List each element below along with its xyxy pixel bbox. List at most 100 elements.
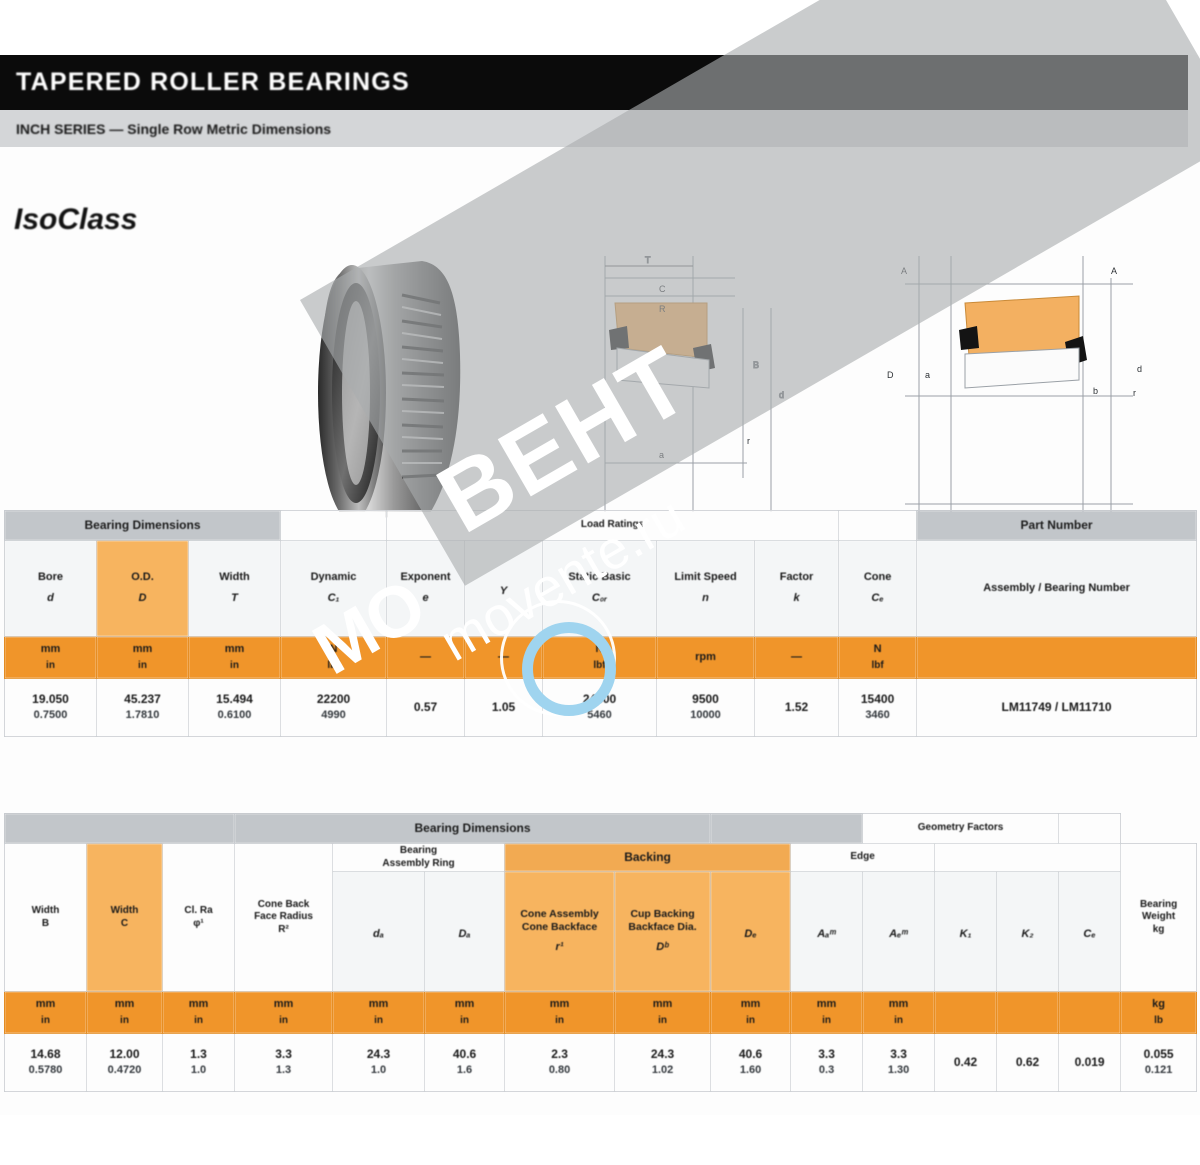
value-width: 15.494 0.6100 (188, 678, 281, 737)
svg-text:a: a (659, 450, 664, 460)
col-width-c: Width C (86, 843, 163, 992)
col-bearing-assembly-ring: Bearing Assembly Ring (332, 843, 506, 872)
unit-od: mm in (96, 636, 189, 679)
unit2-r: mm in (234, 991, 334, 1034)
value-assembly-number: LM11749 / LM11710 (916, 678, 1198, 737)
col-assembly-number: Assembly / Bearing Number (916, 540, 1198, 637)
bearing-cross-section-diagram-b: A A d D a b r (887, 256, 1142, 532)
value-od: 45.237 1.7810 (96, 678, 189, 737)
svg-text:C: C (659, 284, 666, 294)
value-dynamic: 22200 4990 (280, 678, 387, 737)
col-cup-backing: Cup Backing Backface Dia. Dᵇ (614, 871, 712, 992)
unit2-conebackface: mm in (504, 991, 616, 1034)
col-cone-back-face-radius: Cone Back Face Radius R² (234, 843, 334, 992)
value-bore: 19.050 0.7500 (4, 678, 97, 737)
value2-k2: 0.62 (996, 1033, 1060, 1092)
table1-units-row: mm in mm in mm in N lbf — — (4, 636, 1198, 679)
col-cone-backface: Cone Assembly Cone Backface r¹ (504, 871, 616, 992)
svg-text:r: r (747, 436, 750, 446)
col-clearance-radius: Cl. Ra φ¹ (161, 843, 236, 992)
geometry-symbols-header (934, 843, 1122, 872)
page-subtitle-bar: INCH SERIES — Single Row Metric Dimensio… (0, 110, 1188, 147)
svg-text:R: R (659, 304, 666, 314)
col-width-b: Width B (4, 843, 87, 992)
unit2-Ae: mm in (862, 991, 936, 1034)
unit2-De: mm in (710, 991, 792, 1034)
col-dynamic-rating: Dynamic C₁ (280, 540, 387, 637)
svg-text:A: A (1111, 266, 1117, 276)
group-load-ratings: Load Ratings (385, 510, 840, 541)
svg-text:r: r (1133, 388, 1136, 398)
unit2-k2 (996, 991, 1060, 1034)
col-factor-y: Y (464, 540, 543, 637)
page-title-bar: TAPERED ROLLER BEARINGS (0, 55, 1188, 110)
svg-text:d: d (779, 390, 784, 400)
col-bore: Bore d (4, 540, 97, 637)
unit2-Da: mm in (424, 991, 506, 1034)
unit-k: — (753, 636, 840, 679)
value2-cupbacking: 24.3 1.02 (614, 1033, 712, 1092)
svg-text:A: A (901, 266, 907, 276)
value-e: 0.57 (386, 678, 465, 737)
col-De: Dₑ (710, 871, 792, 992)
value2-Aa: 3.3 0.3 (790, 1033, 864, 1092)
group-backing: Backing (504, 843, 792, 872)
value2-weight: 0.055 0.121 (1120, 1033, 1198, 1092)
value-cone: 15400 3460 (838, 678, 918, 737)
svg-text:B: B (753, 360, 759, 370)
value2-k1: 0.42 (934, 1033, 998, 1092)
value2-conebackface: 2.3 0.80 (504, 1033, 616, 1092)
col-width: Width T (188, 540, 281, 637)
value2-Da: 40.6 1.6 (424, 1033, 506, 1092)
value2-clr: 1.3 1.0 (161, 1033, 236, 1092)
group-spacer-1 (280, 510, 387, 541)
col-exponent-e: Exponent e (386, 540, 465, 637)
value2-c: 12.00 0.4720 (86, 1033, 163, 1092)
unit-speed: rpm (656, 636, 755, 679)
group-spacer-2 (838, 510, 918, 541)
table1-data-row: 19.050 0.7500 45.237 1.7810 15.494 0.610… (4, 678, 1198, 737)
bearing-cross-section-diagram-a: T D B d C R a r (604, 255, 785, 541)
col-da: dₐ (332, 871, 426, 992)
unit2-k1 (934, 991, 998, 1034)
unit2-b: mm in (4, 991, 87, 1034)
value-speed: 9500 10000 (656, 678, 755, 737)
table2-units-row: mm in mm in mm in mm in mm in (4, 991, 1198, 1034)
svg-text:a: a (925, 370, 930, 380)
svg-text:D: D (887, 370, 894, 380)
col-bearing-weight: Bearing Weight kg (1120, 843, 1198, 992)
col-outer-diameter: O.D. D (96, 540, 189, 637)
table2-header-row: dₐ Dₐ Cone Assembly Cone Backface r¹ Cup… (4, 871, 1197, 992)
unit-bore: mm in (4, 636, 97, 679)
col-limit-speed: Limit Speed n (656, 540, 755, 637)
unit-assembly (916, 636, 1198, 679)
page-subtitle: INCH SERIES — Single Row Metric Dimensio… (16, 120, 332, 137)
value2-ce: 0.019 (1058, 1033, 1122, 1092)
svg-text:b: b (1093, 386, 1098, 396)
unit-y: — (464, 636, 543, 679)
unit2-cupbacking: mm in (614, 991, 712, 1034)
value2-De: 40.6 1.60 (710, 1033, 792, 1092)
unit2-weight: kg lb (1120, 991, 1198, 1034)
bearing-photo (318, 261, 461, 521)
group-spacer-mid (710, 813, 864, 844)
col-k2: K₂ (996, 871, 1060, 992)
unit2-ce (1058, 991, 1122, 1034)
group-geometry-factors: Geometry Factors (862, 813, 1060, 844)
col-static-rating: Static Basic C₀ᵣ (542, 540, 657, 637)
group-part-number: Part Number (916, 510, 1198, 541)
unit-width: mm in (188, 636, 281, 679)
value2-r: 3.3 1.3 (234, 1033, 334, 1092)
col-factor-k: Factor k (753, 540, 840, 637)
value2-da: 24.3 1.0 (332, 1033, 426, 1092)
group-bearing-dimensions: Bearing Dimensions (4, 510, 281, 541)
table2-subgroup-row: Width B Width C Cl. Ra φ¹ Cone Back Face… (4, 843, 1198, 992)
bearing-specification-table-1: Bearing Dimensions Load Ratings Part Num… (4, 510, 1198, 737)
col-Aa: Aₐᵐ (790, 871, 864, 992)
unit2-da: mm in (332, 991, 426, 1034)
table2-data-row: 14.68 0.5780 12.00 0.4720 1.3 1.0 3.3 1.… (4, 1033, 1198, 1092)
page-title: TAPERED ROLLER BEARINGS (16, 68, 410, 96)
group-spacer-right (1058, 813, 1122, 844)
value-static: 24500 5460 (542, 678, 657, 737)
unit2-c: mm in (86, 991, 163, 1034)
